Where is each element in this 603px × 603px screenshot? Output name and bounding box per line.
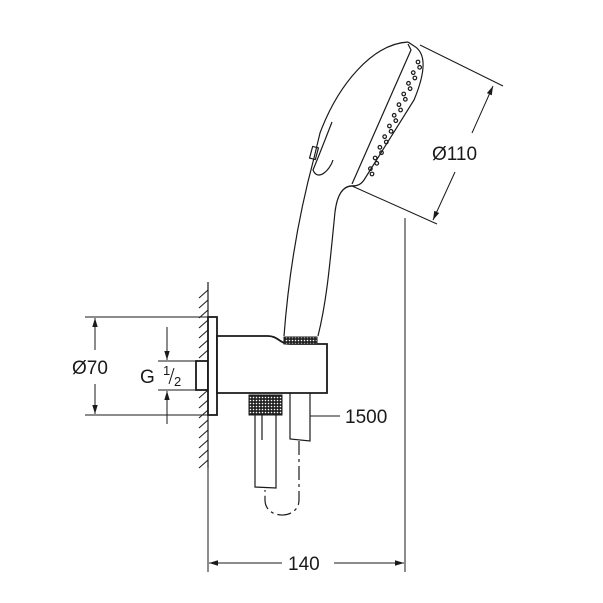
hatch-stroke: [198, 329, 209, 339]
nozzle: [410, 70, 416, 76]
nozzle: [369, 171, 375, 177]
hose-length-label: 1500: [345, 407, 387, 428]
hose-right: [289, 393, 311, 442]
nozzle: [415, 59, 421, 65]
handle-front-outline: [317, 185, 353, 337]
upper-knurled-nut: [283, 336, 318, 345]
nozzle: [417, 64, 423, 70]
plate-diameter-dimension: Ø70: [72, 316, 208, 416]
hatch-stroke: [198, 449, 209, 459]
nozzle: [372, 155, 378, 161]
hatch-stroke: [198, 289, 209, 299]
nozzle: [396, 102, 402, 108]
nozzle: [398, 107, 403, 113]
nozzle: [406, 80, 411, 86]
hatch-stroke: [198, 439, 209, 449]
wall-outlet-holder: [195, 316, 328, 516]
nozzle: [377, 144, 383, 150]
nozzle: [388, 128, 394, 134]
hatch-stroke: [198, 419, 209, 429]
hatch-stroke: [198, 409, 209, 419]
nozzle: [379, 150, 384, 156]
hatch-stroke: [198, 349, 209, 359]
hatch-stroke: [198, 319, 209, 329]
nozzle: [402, 96, 408, 102]
wall-plate: [207, 316, 218, 416]
thread-dimension: G 1 2: [140, 327, 196, 424]
thread-letter: G: [140, 367, 155, 388]
hatch-stroke: [198, 389, 209, 399]
nozzle: [412, 75, 418, 81]
thread-denominator: 2: [174, 374, 181, 389]
thread-nipple: [195, 360, 209, 391]
hatch-stroke: [198, 339, 209, 349]
lower-knurled-nut: [248, 394, 283, 416]
mode-button: [308, 145, 320, 161]
nozzle: [407, 86, 413, 92]
spray-nozzles: [367, 59, 423, 177]
hose-loop-dashed: [264, 441, 300, 516]
mode-button-recess: [312, 121, 334, 176]
nozzle: [387, 123, 392, 129]
projection-label: 140: [288, 554, 320, 575]
head-rim: [351, 43, 412, 185]
nozzle: [367, 166, 373, 172]
spray-face-outline: [344, 41, 424, 189]
hand-shower: [283, 41, 424, 337]
plate-diameter-label: Ø70: [72, 358, 108, 379]
hose-length-callout: 1500: [310, 407, 387, 428]
nozzle: [383, 139, 389, 145]
nozzle: [374, 160, 380, 166]
hatch-stroke: [198, 399, 209, 409]
nozzle: [393, 118, 399, 124]
hose-left: [254, 415, 277, 489]
handle-back-outline: [283, 41, 409, 337]
thread-numerator: 1: [163, 363, 170, 378]
projection-dimension: 140: [209, 554, 404, 575]
holder-body: [216, 335, 328, 394]
head-diameter-dimension: Ø110: [351, 44, 504, 225]
nozzle: [401, 91, 407, 97]
nozzle: [391, 112, 397, 118]
hatch-stroke: [198, 429, 209, 439]
hatch-stroke: [198, 459, 209, 469]
head-diameter-label: Ø110: [432, 144, 477, 165]
nozzle: [382, 134, 388, 140]
hatch-stroke: [198, 299, 209, 309]
